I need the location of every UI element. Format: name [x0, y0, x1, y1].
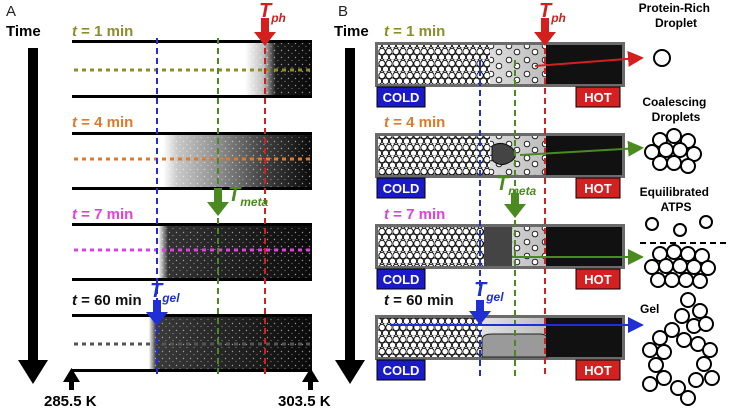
svg-text:303.5 K: 303.5 K: [278, 393, 331, 410]
hot-badge-row1: HOT: [575, 86, 621, 108]
svg-text:COLD: COLD: [383, 181, 420, 196]
state-coalescing-droplets: Coalescing Droplets: [642, 95, 709, 174]
time-axis-a: Time: [6, 23, 48, 384]
cold-badge-row4: COLD: [376, 359, 426, 381]
time-label-1min-a: t = 1 min: [72, 23, 133, 40]
capillary-b-row4: [375, 315, 625, 360]
time-label-7min-a: t = 7 min: [72, 206, 133, 223]
svg-text:Coalescing Droplets: Coalescing Droplets: [642, 95, 709, 124]
capillary-a-row4: [72, 314, 312, 372]
capillary-b-row2: [375, 133, 625, 178]
time-label-4min-b: t = 4 min: [384, 114, 445, 131]
svg-text:Tph: Tph: [539, 0, 566, 25]
time-axis-label: Time: [6, 23, 41, 40]
svg-text:Tph: Tph: [259, 0, 286, 25]
temp-arrow-left: 285.5 K: [44, 368, 97, 410]
hot-badge-row3: HOT: [575, 268, 621, 290]
time-label-7min-b: t = 7 min: [384, 206, 445, 223]
state-protein-rich-droplet: Protein-Rich Droplet: [639, 1, 714, 67]
tph-marker-b: Tph: [534, 0, 566, 46]
svg-text:Tmeta: Tmeta: [228, 184, 269, 209]
svg-text:Equilibrated ATPS: Equilibrated ATPS: [640, 185, 713, 214]
svg-text:285.5 K: 285.5 K: [44, 393, 97, 410]
hot-badge-row2: HOT: [575, 177, 621, 199]
svg-text:Tmeta: Tmeta: [496, 173, 537, 198]
panel-b-label: B: [338, 3, 348, 20]
time-label-60min-b: t = 60 min: [384, 292, 454, 309]
state-1-line-1: Protein-Rich: [639, 1, 710, 15]
cold-badge-row3: COLD: [376, 268, 426, 290]
capillary-b-row1: [375, 42, 625, 87]
capillary-b-row3: [375, 224, 625, 269]
svg-text:HOT: HOT: [584, 272, 612, 287]
time-label-1min-b: t = 1 min: [384, 23, 445, 40]
time-axis-b: Time: [334, 23, 369, 384]
cold-badge-row1: COLD: [376, 86, 426, 108]
panel-a-label: A: [6, 3, 16, 20]
capillary-a-row2: [72, 132, 312, 190]
temp-arrow-right: 303.5 K: [278, 368, 331, 410]
svg-text:COLD: COLD: [383, 272, 420, 287]
state-4-label: Gel: [640, 302, 659, 316]
svg-text:Tgel: Tgel: [474, 279, 504, 304]
time-label-4min-a: t = 4 min: [72, 114, 133, 131]
state-1-line-2: Droplet: [655, 16, 697, 30]
tgel-marker-b: Tgel: [469, 279, 504, 325]
svg-text:HOT: HOT: [584, 90, 612, 105]
svg-text:Tgel: Tgel: [150, 280, 180, 305]
capillary-a-row3: [72, 223, 312, 281]
state-gel: Gel: [640, 292, 720, 406]
svg-text:Protein-Rich Droplet: Protein-Rich Droplet: [639, 1, 714, 30]
tph-marker-a: Tph: [254, 0, 286, 46]
state-equilibrated-atps: Equilibrated ATPS: [640, 185, 726, 289]
svg-text:COLD: COLD: [383, 363, 420, 378]
hot-badge-row4: HOT: [575, 359, 621, 381]
capillary-a-row1: [72, 40, 312, 98]
cold-badge-row2: COLD: [376, 177, 426, 199]
tmeta-marker-a: Tmeta: [207, 184, 269, 216]
tmeta-marker-b: Tmeta: [496, 173, 537, 218]
svg-text:COLD: COLD: [383, 90, 420, 105]
svg-text:Time: Time: [334, 23, 369, 40]
pointer-arrow-2: [519, 140, 644, 157]
time-label-60min-a: t = 60 min: [72, 292, 142, 309]
tgel-marker-a: Tgel: [146, 280, 180, 326]
pointer-arrow-1: [534, 50, 644, 67]
svg-text:HOT: HOT: [584, 181, 612, 196]
svg-text:HOT: HOT: [584, 363, 612, 378]
